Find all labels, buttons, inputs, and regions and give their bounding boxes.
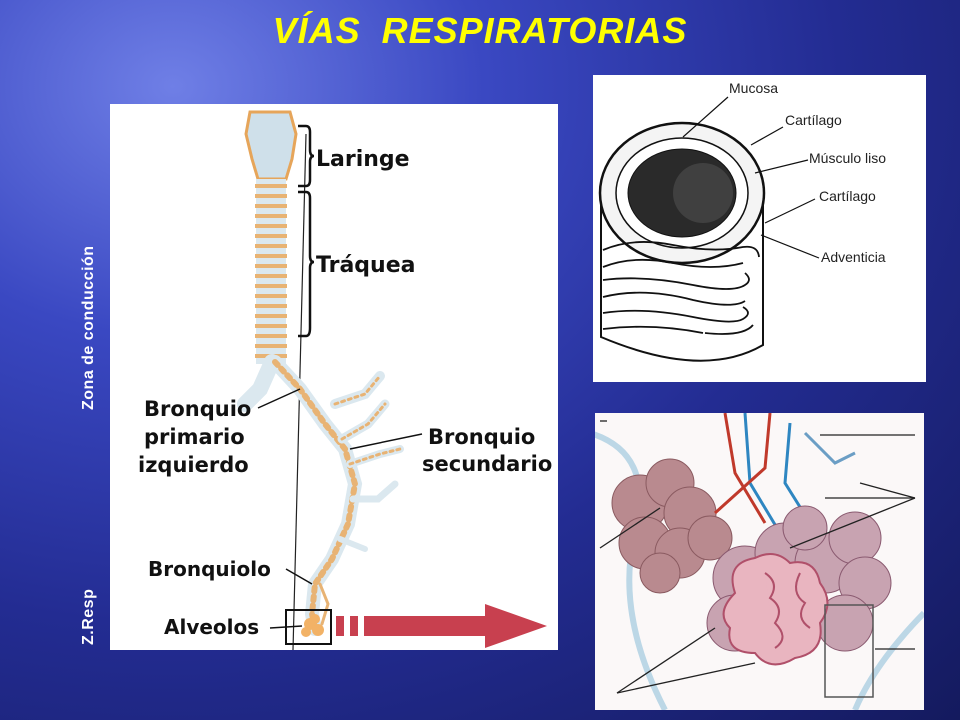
bronchiole-label: Bronquiolo [148,557,271,581]
conduction-zone-label: Zona de conducción [80,245,97,410]
respiratory-zone-label: Z.Resp [80,588,97,645]
larynx-shape [244,110,298,181]
bronchi-tree [237,354,404,636]
bronchus-cross-section: Mucosa Cartílago Músculo liso Cartílago … [593,75,926,382]
alveoli-illustration-panel [595,413,924,710]
cross-section-illustration: Mucosa Cartílago Músculo liso Cartílago … [598,80,886,362]
arrow-marker [336,616,344,636]
alveoli-illustration [595,413,924,710]
airway-diagram: Laringe Tráquea Bronquio primario izquie… [110,104,558,650]
adventitia-label: Adventicia [821,249,886,265]
zoom-arrow [364,604,547,648]
label-brackets [298,124,315,338]
smooth-muscle-label: Músculo liso [809,150,886,166]
airway-illustration: Laringe Tráquea Bronquio primario izquie… [138,110,552,650]
primary-bronchus-label-3: izquierdo [138,453,249,477]
primary-bronchus-label-2: primario [144,425,245,449]
cartilage-top-label: Cartílago [785,112,842,128]
mucosa-label: Mucosa [729,80,778,96]
cartilage-bottom-label: Cartílago [819,188,876,204]
trachea-label: Tráquea [316,253,415,278]
secondary-bronchus-label-1: Bronquio [428,425,535,449]
arrow-marker [350,616,358,636]
primary-bronchus-label-1: Bronquio [144,397,251,421]
trachea-rings [255,179,287,364]
secondary-bronchus-label-2: secundario [422,452,552,476]
larynx-label: Laringe [316,147,410,172]
slide-title: VÍAS RESPIRATORIAS [272,10,688,51]
alveoli-label: Alveolos [164,615,259,639]
